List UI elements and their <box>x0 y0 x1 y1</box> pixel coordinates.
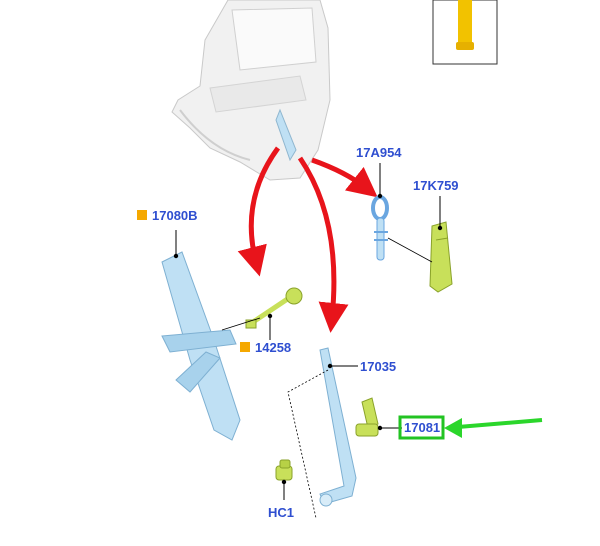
green-pointer-arrow <box>444 418 543 438</box>
jack-drive-screw[interactable] <box>245 287 303 329</box>
jack-label[interactable]: 17080B <box>152 208 198 223</box>
hc1-clip[interactable] <box>275 459 293 481</box>
tow-hook-bracket-label[interactable]: 17K759 <box>413 178 459 193</box>
wheel-wrench-label[interactable]: 17035 <box>360 359 396 374</box>
tow-hook[interactable] <box>371 195 389 261</box>
hc1-clip-label[interactable]: HC1 <box>268 505 294 520</box>
jack-marker-square <box>137 210 147 220</box>
wheel-wrench[interactable] <box>319 347 357 507</box>
quarter-panel-illustration <box>171 0 331 181</box>
scissor-jack[interactable] <box>161 251 241 441</box>
highlight-box <box>398 415 445 440</box>
wrench-clip[interactable] <box>355 397 379 437</box>
screw-marker-square <box>240 342 250 352</box>
red-direction-arrows <box>237 146 378 333</box>
inset-thumbnail <box>432 0 498 65</box>
tow-hook-label[interactable]: 17A954 <box>356 145 402 160</box>
wrench-clip-label[interactable]: 17081 <box>404 420 440 435</box>
jack-drive-screw-label[interactable]: 14258 <box>255 340 291 355</box>
tow-hook-bracket[interactable] <box>429 221 453 293</box>
